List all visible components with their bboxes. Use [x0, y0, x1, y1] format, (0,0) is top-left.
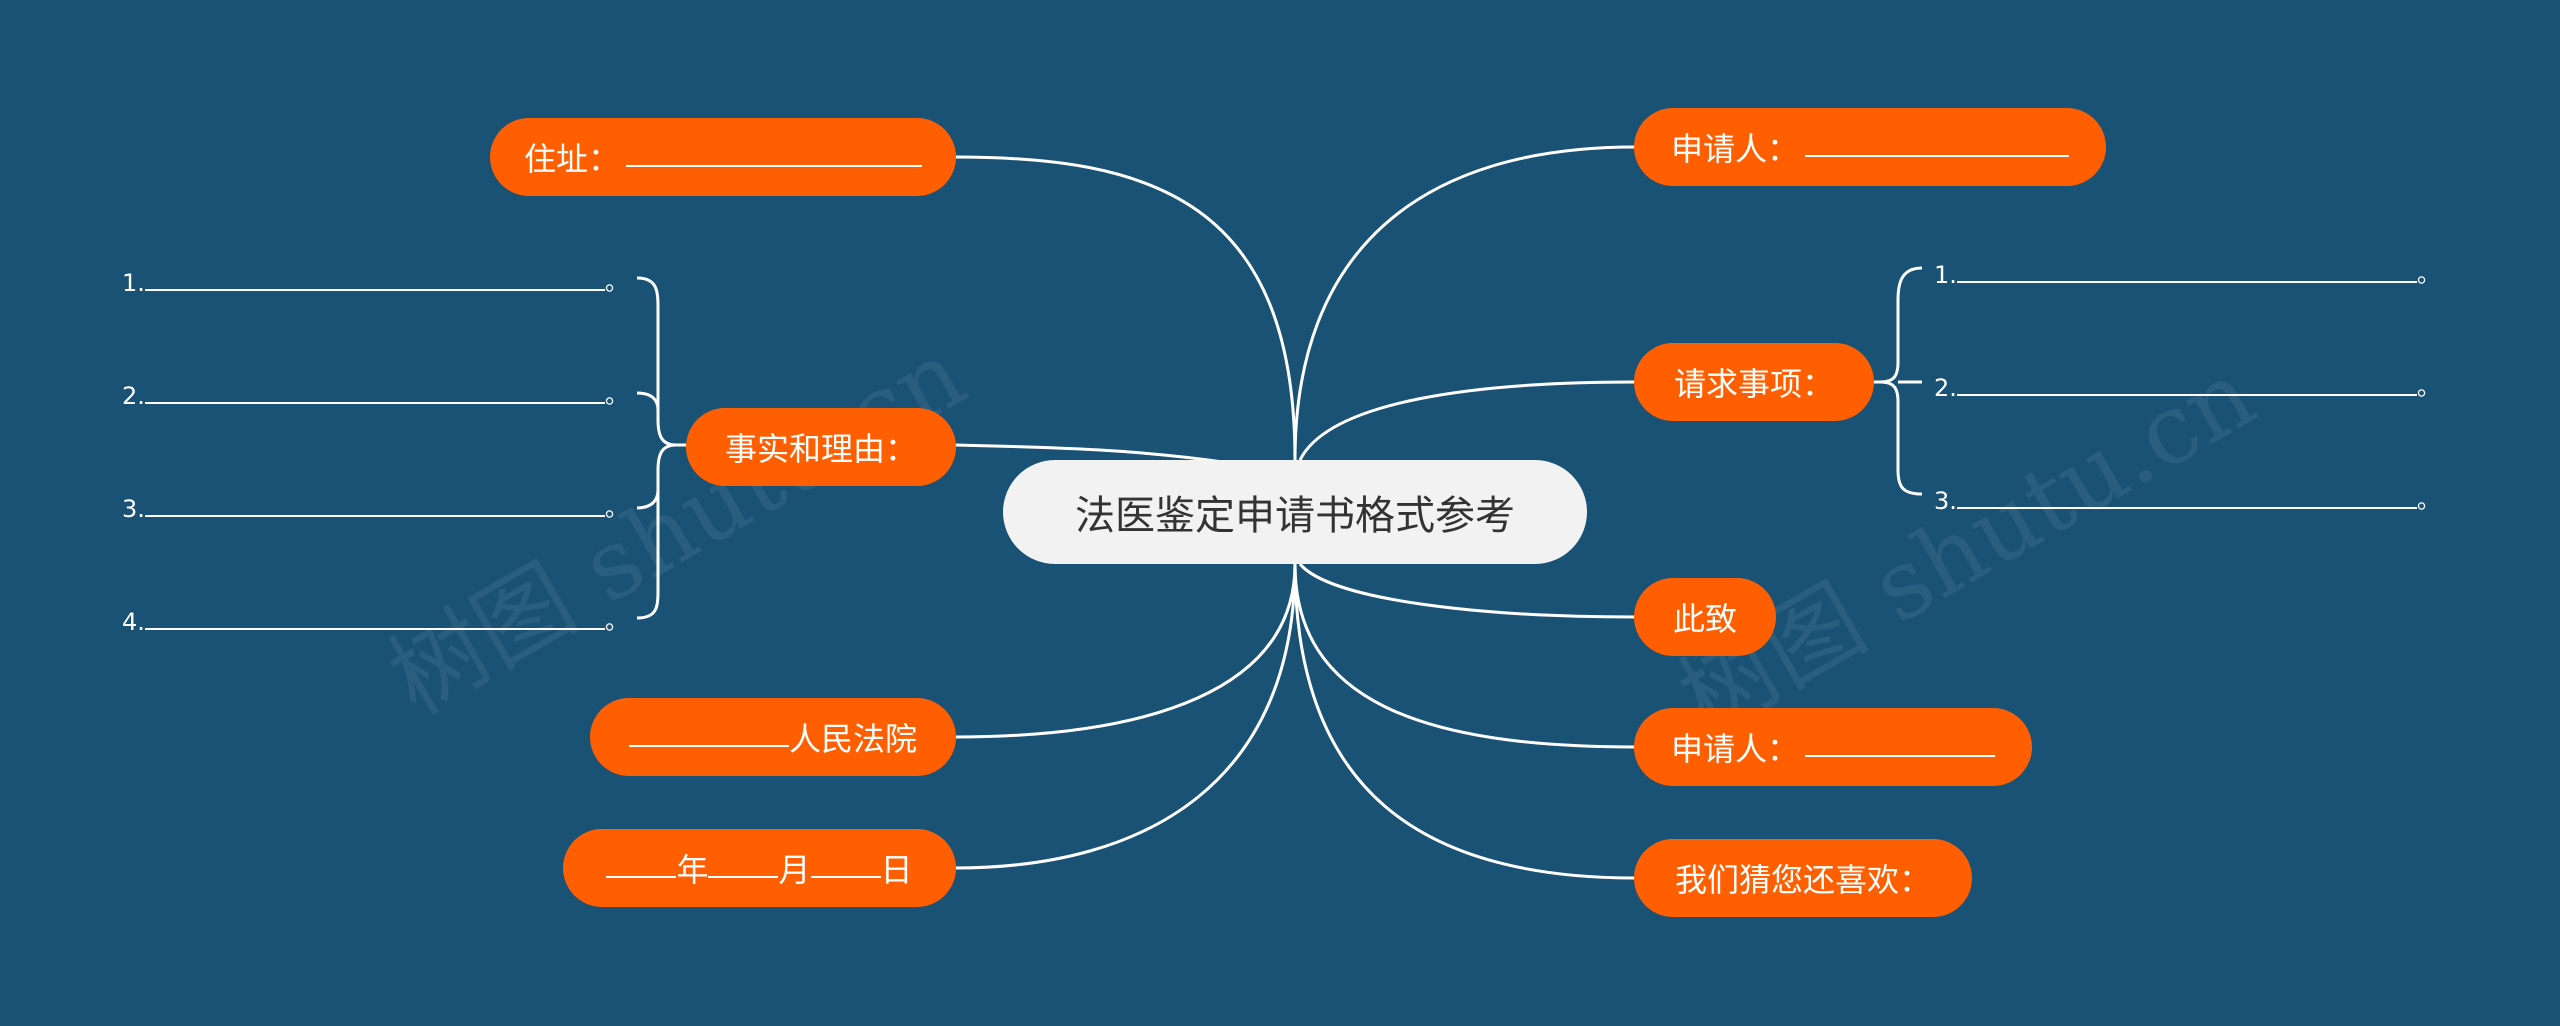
date-year: 年: [676, 851, 709, 889]
recommend-label: 我们猜您还喜欢：: [1674, 861, 1931, 899]
fact-item[interactable]: 4.。: [122, 607, 629, 636]
node-closing[interactable]: 此致: [1634, 578, 1776, 656]
connector-facts: [954, 443, 1231, 465]
node-address[interactable]: 住址：: [490, 118, 956, 196]
fact-item[interactable]: 3.。: [122, 494, 629, 523]
date-day: 日: [880, 851, 913, 889]
node-requests[interactable]: 请求事项：: [1634, 343, 1874, 421]
closing-label: 此致: [1672, 600, 1737, 638]
applicant1-label: 申请人：: [1670, 130, 1799, 168]
facts-label: 事实和理由：: [724, 430, 917, 468]
address-blank: [626, 165, 922, 167]
fact-item[interactable]: 1.。: [122, 268, 629, 297]
node-applicant-2[interactable]: 申请人：: [1634, 708, 2032, 786]
node-date[interactable]: 年 月 日: [563, 829, 956, 907]
center-topic-label: 法医鉴定申请书格式参考: [1075, 493, 1515, 539]
request-item[interactable]: 2.。: [1934, 373, 2441, 402]
fact-item[interactable]: 2.。: [122, 381, 629, 410]
request-item[interactable]: 1.。: [1934, 260, 2441, 289]
court-blank: [628, 745, 789, 747]
applicant2-blank: [1805, 755, 1995, 757]
connector-applicant2: [1293, 563, 1636, 749]
applicant2-label: 申请人：: [1670, 730, 1799, 768]
connector-applicant1: [1293, 145, 1636, 461]
connector-closing: [1298, 563, 1636, 619]
requests-label: 请求事项：: [1673, 365, 1834, 403]
center-topic[interactable]: 法医鉴定申请书格式参考: [1003, 460, 1587, 564]
connector-requests: [1298, 380, 1636, 461]
connector-date: [954, 563, 1297, 870]
node-recommend[interactable]: 我们猜您还喜欢：: [1634, 839, 1972, 917]
node-applicant-1[interactable]: 申请人：: [1634, 108, 2106, 186]
connector-recommend: [1293, 563, 1636, 880]
address-label: 住址：: [523, 140, 620, 178]
date-month: 月: [778, 851, 811, 889]
connector-address: [954, 155, 1297, 461]
node-facts[interactable]: 事实和理由：: [686, 408, 956, 486]
node-court[interactable]: 人民法院: [590, 698, 956, 776]
court-label: 人民法院: [788, 720, 917, 758]
connector-court: [954, 563, 1297, 739]
request-item[interactable]: 3.。: [1934, 486, 2441, 515]
applicant1-blank: [1805, 155, 2069, 157]
